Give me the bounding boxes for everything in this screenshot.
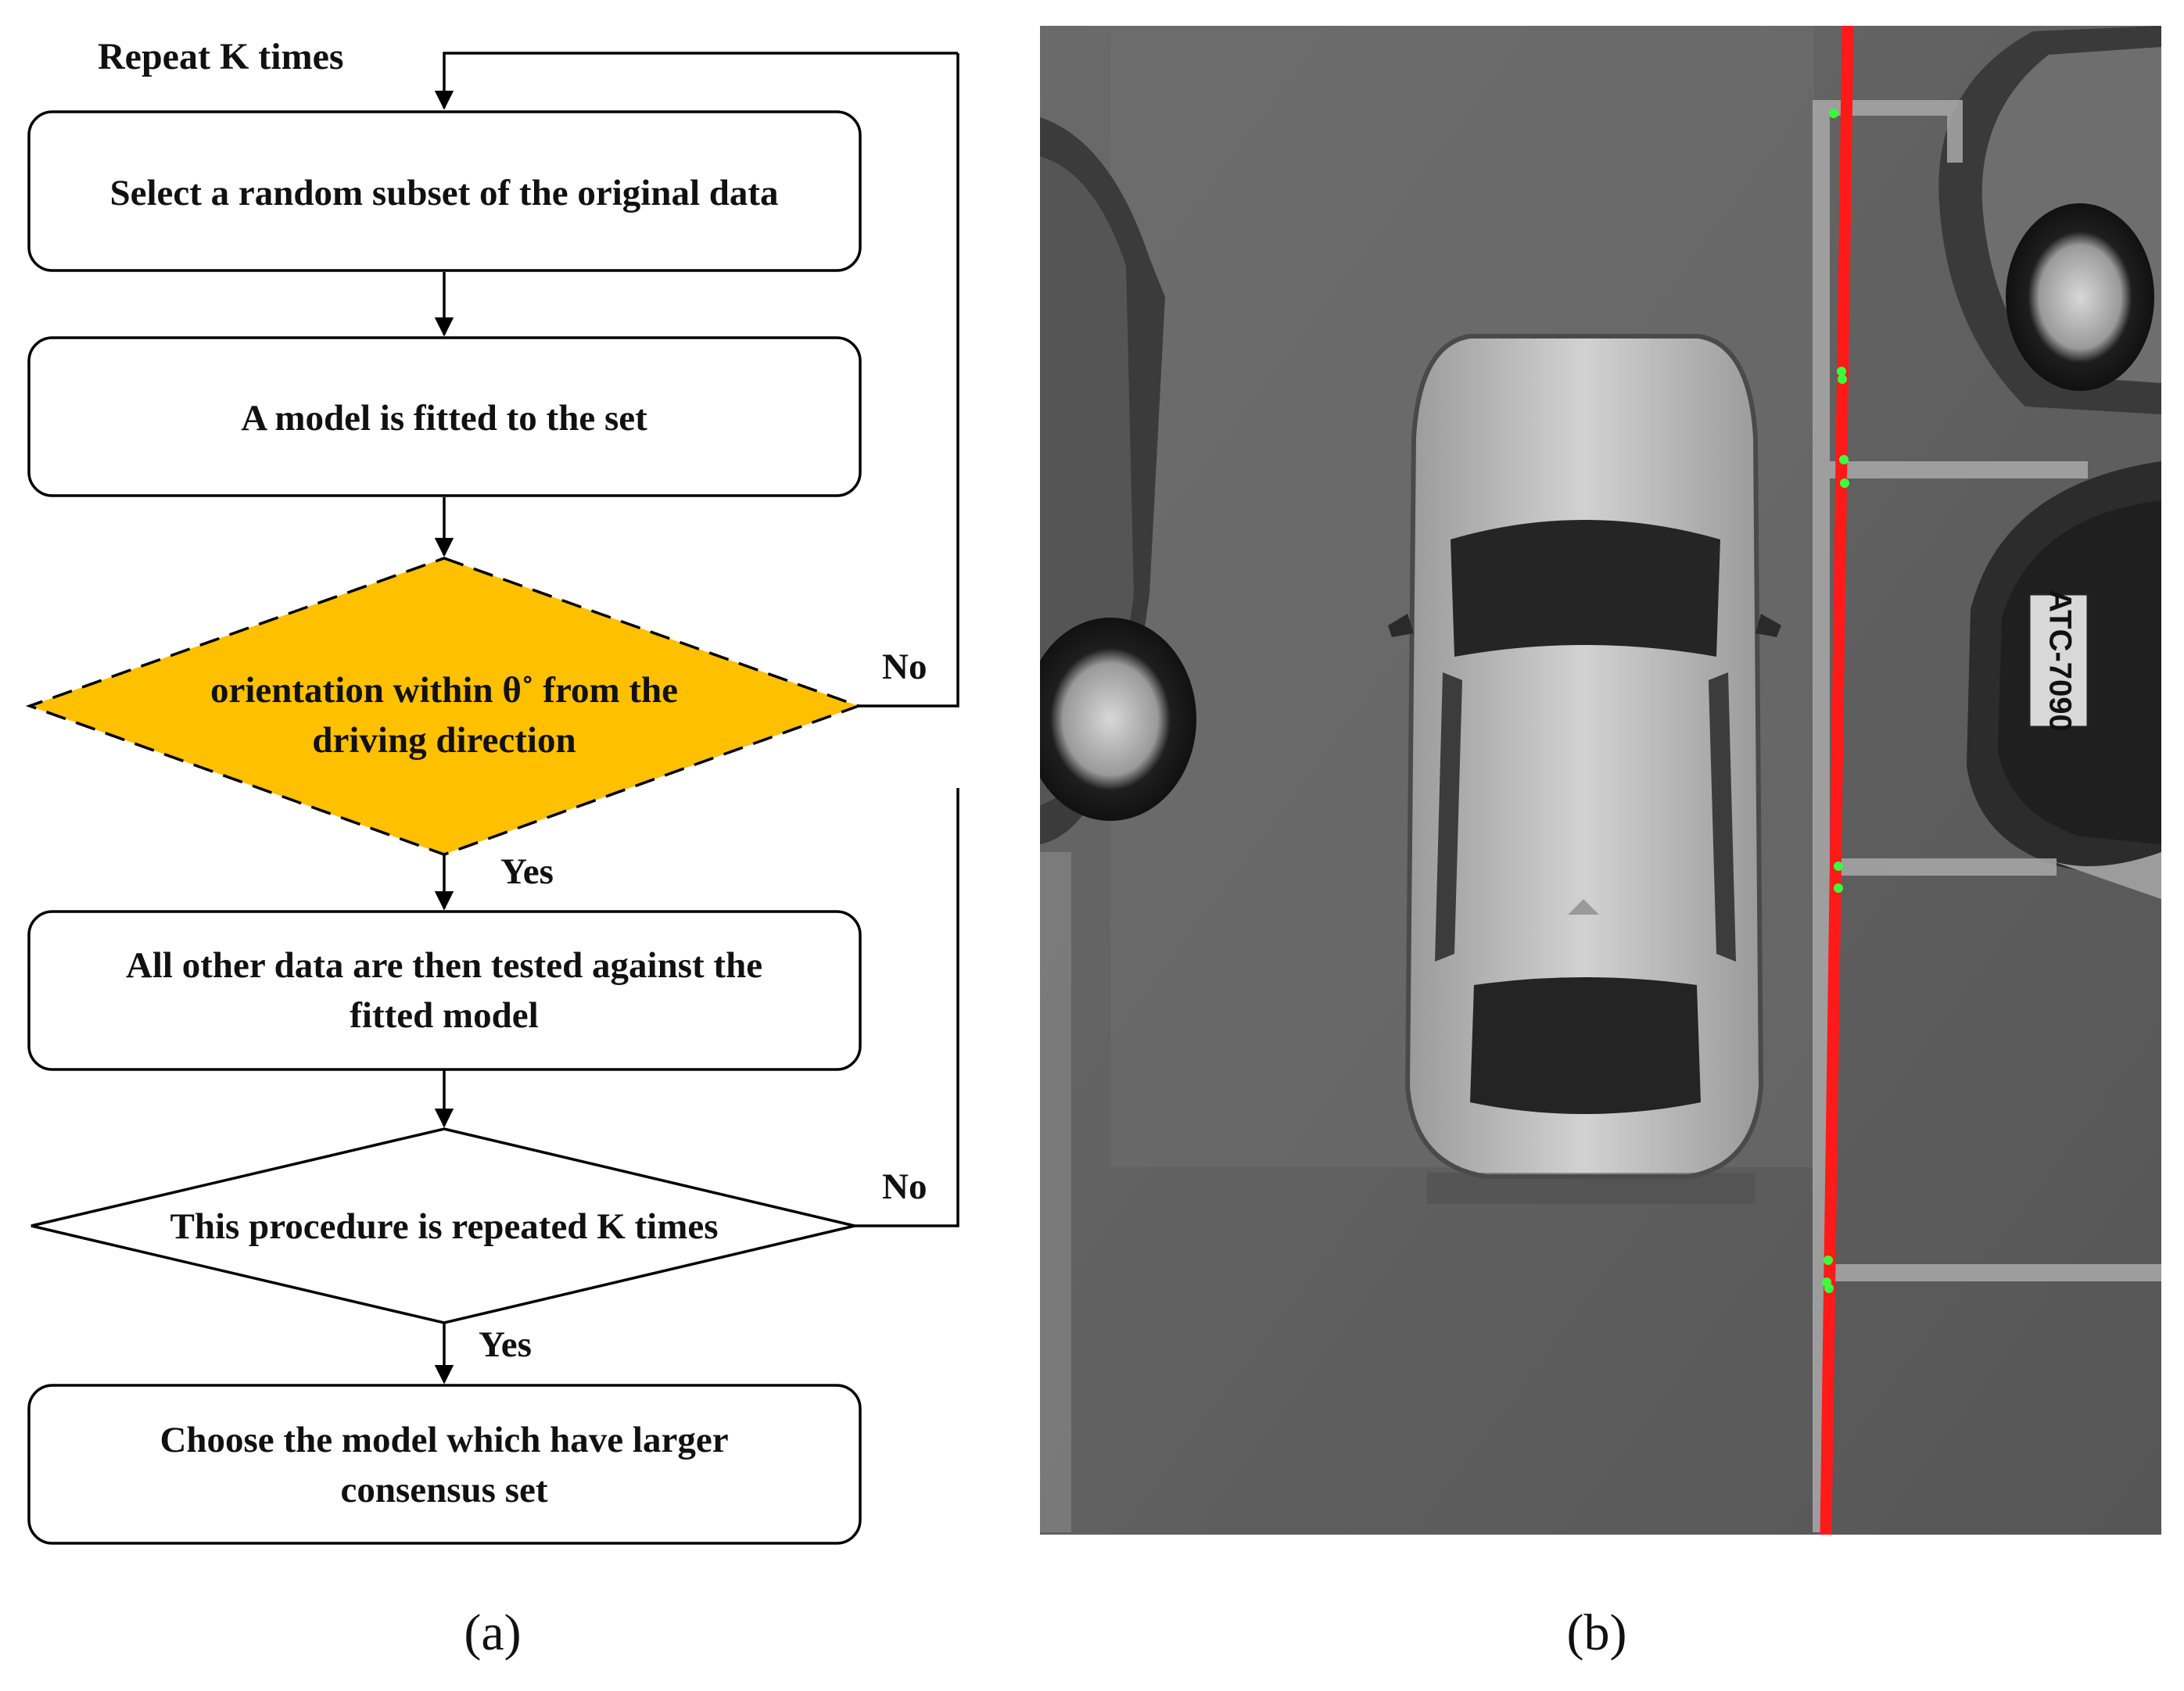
step-choose-line2: consensus set bbox=[340, 1470, 547, 1510]
step-select-label: Select a random subset of the original d… bbox=[109, 173, 778, 213]
decision-orientation-diamond bbox=[25, 557, 863, 856]
step-select-box bbox=[27, 110, 862, 272]
license-plate: ATC-7090 bbox=[2028, 589, 2089, 732]
step-test-line1: All other data are then tested against t… bbox=[126, 945, 762, 986]
step-test-line2: fitted model bbox=[350, 995, 538, 1036]
ego-car-rear-window bbox=[1470, 977, 1701, 1114]
step-fit-box bbox=[27, 336, 862, 497]
ego-car-windshield bbox=[1451, 520, 1720, 657]
right-top-car-wheel bbox=[2006, 203, 2154, 391]
no-label-repeat: No bbox=[882, 1166, 927, 1207]
inlier-points bbox=[1822, 109, 1849, 1293]
left-parking-line bbox=[1040, 852, 1071, 1532]
ego-car-mirror-left bbox=[1388, 614, 1414, 637]
loop-arrow-in bbox=[434, 52, 958, 110]
decision-repeat-diamond bbox=[30, 1127, 855, 1324]
license-plate-text: ATC-7090 bbox=[2042, 589, 2077, 732]
loop-label: Repeat K times bbox=[98, 36, 344, 77]
parking-photo: ATC-7090 bbox=[1040, 26, 2161, 1535]
ego-car bbox=[1388, 334, 1781, 1204]
no-label-orientation: No bbox=[882, 647, 927, 687]
no-loop-repeat bbox=[855, 788, 959, 1227]
flowchart-connectors bbox=[434, 52, 959, 1385]
caption-a: (a) bbox=[464, 1604, 521, 1661]
step-test-box bbox=[27, 910, 862, 1071]
step-choose-box bbox=[27, 1384, 862, 1545]
ego-car-mirror-right bbox=[1755, 614, 1781, 637]
step-choose-line1: Choose the model which have larger bbox=[160, 1420, 728, 1460]
yes-label-orientation: Yes bbox=[500, 851, 554, 892]
flowchart-panel: Repeat K times Select a random subset of… bbox=[25, 36, 959, 1545]
yes-label-repeat: Yes bbox=[479, 1324, 532, 1365]
right-top-parked-car bbox=[1938, 26, 2161, 414]
step-fit-label: A model is fitted to the set bbox=[241, 398, 647, 439]
decision-orientation-line1: orientation within θ˚ from the bbox=[210, 670, 678, 711]
left-car-wheel bbox=[1040, 618, 1196, 821]
no-loop-orientation bbox=[859, 53, 959, 708]
caption-b: (b) bbox=[1567, 1604, 1627, 1661]
right-middle-parked-car: ATC-7090 bbox=[1967, 461, 2161, 899]
left-parked-car bbox=[1040, 117, 1196, 1532]
decision-repeat-label: This procedure is repeated K times bbox=[170, 1206, 718, 1247]
decision-orientation-line2: driving direction bbox=[312, 720, 576, 761]
